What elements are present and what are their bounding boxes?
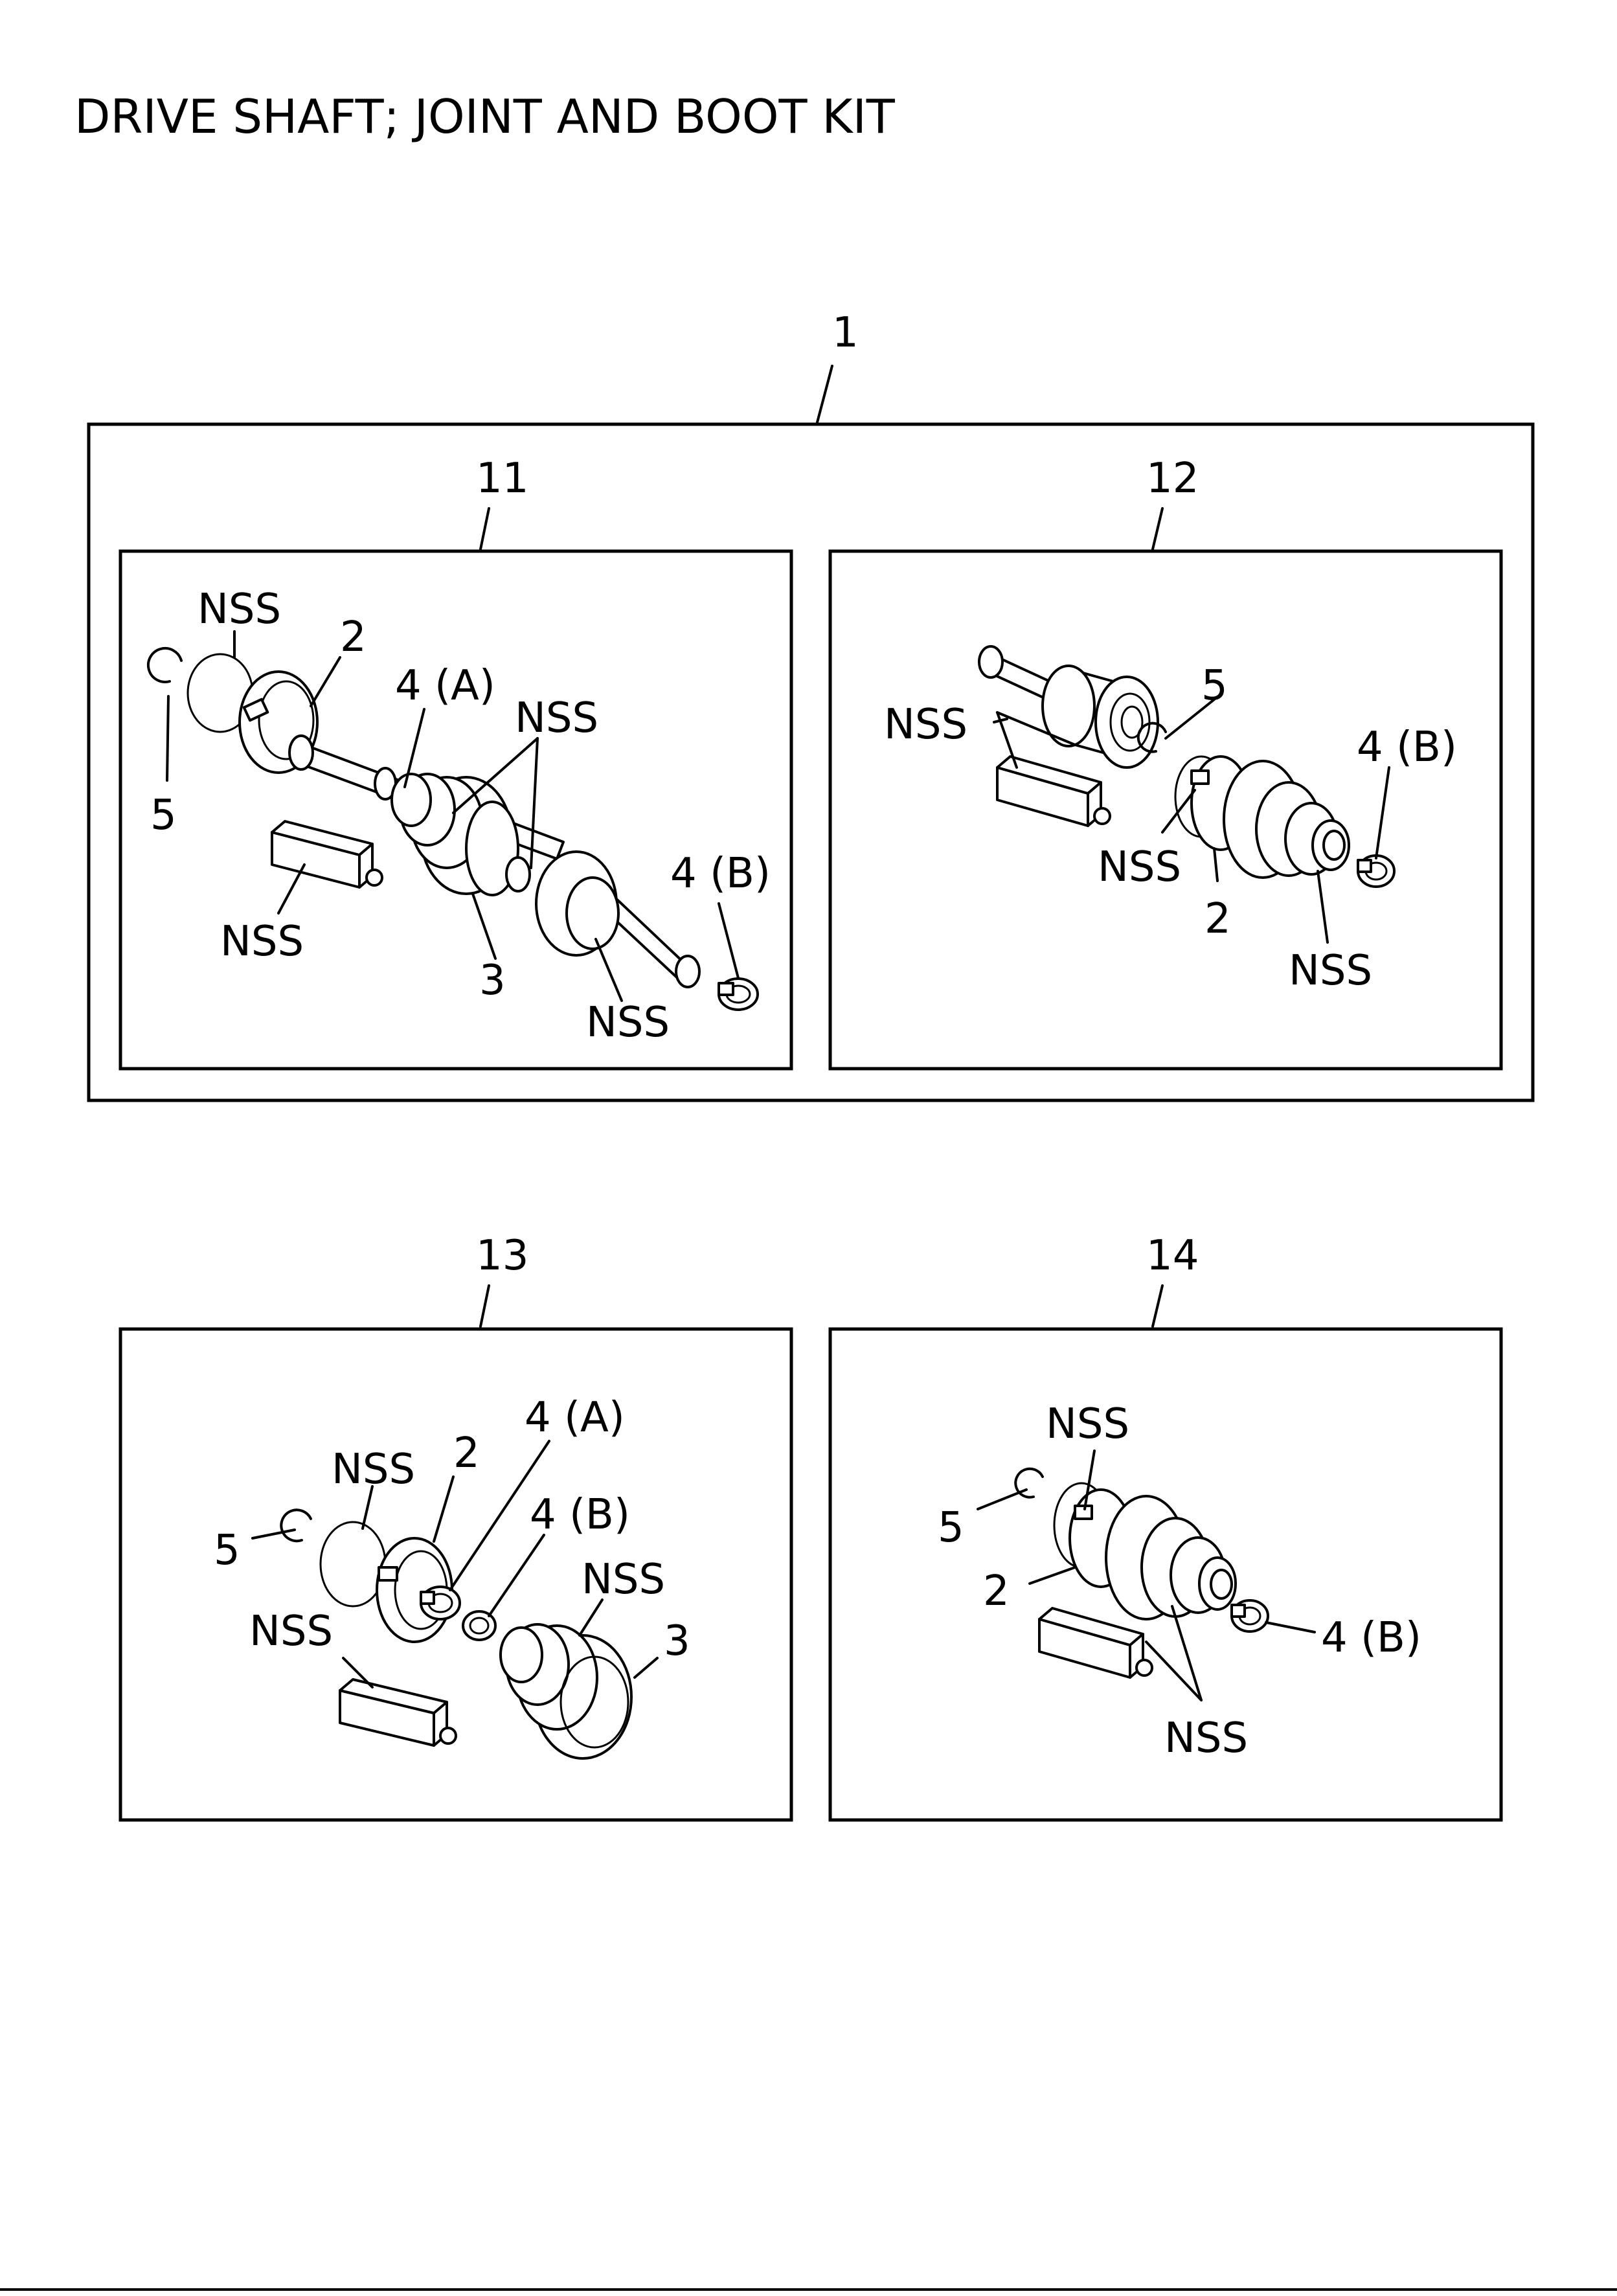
- callout-14: 14: [1146, 1232, 1199, 1280]
- kit-12-band-label: 2: [1204, 895, 1231, 943]
- clamp-b-icon: [1230, 1599, 1269, 1633]
- kit-11-nss-joint-label: NSS: [586, 999, 670, 1047]
- kit-11-grease-label: NSS: [220, 918, 304, 966]
- kit-14-panel: [828, 1327, 1503, 1822]
- callout-11: 11: [476, 455, 528, 503]
- boot-icon: [390, 773, 519, 896]
- kit-14-band-label: 2: [983, 1567, 1010, 1615]
- callout-1: 1: [832, 309, 859, 357]
- snap-clip-icon: [146, 646, 183, 683]
- kit-11-clip-label: 5: [150, 791, 177, 839]
- kit-13-clip-label: 5: [214, 1527, 240, 1574]
- outer-joint-icon: [505, 850, 620, 957]
- kit-12-clamp-b-label: 4 (B): [1357, 723, 1457, 771]
- kit-12-panel: [828, 549, 1503, 1071]
- kit-11-clamp-b-label: 4 (B): [670, 850, 771, 898]
- kit-13-nss-boot-label: NSS: [582, 1556, 665, 1604]
- snap-clip-icon: [1014, 1467, 1044, 1499]
- boot-icon: [499, 1623, 633, 1760]
- snap-clip-icon: [280, 1508, 312, 1543]
- kit-12-drawing: [978, 645, 1396, 944]
- kit-12-nss-boot-label: NSS: [1289, 947, 1372, 995]
- assembly-frame: [87, 422, 1535, 1102]
- kit-11-panel: [119, 549, 793, 1071]
- kit-13-panel: [119, 1327, 793, 1822]
- kit-11-clamp-a-label: 4 (A): [395, 662, 495, 710]
- kit-13-boot-label: 3: [664, 1617, 690, 1665]
- inner-joint-icon: [1041, 665, 1159, 769]
- kit-13-clamp-b-label: 4 (B): [530, 1491, 630, 1539]
- kit-11-nss-ring-label: NSS: [198, 585, 281, 633]
- kit-14-clip-label: 5: [938, 1504, 964, 1552]
- leader-14: [1151, 1284, 1164, 1328]
- kit-13-band-label: 2: [453, 1429, 480, 1477]
- kit-11-nss-boot-label: NSS: [515, 694, 598, 742]
- grease-pack-icon: [1038, 1607, 1153, 1679]
- boot-icon: [1105, 1495, 1237, 1620]
- clamp-b-icon: [718, 977, 759, 1011]
- kit-12-nss-ring-label: NSS: [1098, 843, 1181, 891]
- kit-14-nss-boot-label: NSS: [1164, 1714, 1248, 1762]
- kit-13-grease-label: NSS: [249, 1608, 333, 1655]
- callout-12: 12: [1146, 455, 1199, 503]
- leader-13: [479, 1284, 490, 1328]
- leader-12: [1151, 507, 1164, 551]
- clamp-a-icon: [420, 1586, 461, 1620]
- grease-pack-icon: [996, 755, 1111, 827]
- boot-icon: [1223, 760, 1350, 879]
- clamp-b-icon: [462, 1610, 497, 1641]
- o-ring-icon: [319, 1521, 387, 1608]
- clamp-b-icon: [1357, 854, 1396, 888]
- leader-1: [816, 365, 833, 424]
- kit-11-boot-label: 3: [479, 957, 506, 1005]
- page-title: DRIVE SHAFT; JOINT AND BOOT KIT: [74, 89, 896, 144]
- kit-13-clamp-a-label: 4 (A): [525, 1394, 625, 1442]
- kit-14-nss-ring-label: NSS: [1046, 1400, 1129, 1448]
- leader-11: [479, 507, 490, 551]
- kit-12-clip-label: 5: [1201, 662, 1228, 710]
- snap-clip-icon: [1136, 722, 1167, 753]
- kit-13-drawing: [251, 1440, 659, 1760]
- kit-14-clamp-b-label: 4 (B): [1321, 1614, 1421, 1662]
- callout-13: 13: [476, 1232, 528, 1280]
- kit-11-drawing: [146, 630, 759, 1011]
- kit-13-nss-ring-label: NSS: [332, 1446, 415, 1494]
- kit-14-drawing: [977, 1449, 1316, 1701]
- grease-pack-icon: [271, 820, 383, 889]
- kit-11-band-label: 2: [340, 613, 367, 661]
- grease-pack-icon: [339, 1678, 457, 1747]
- kit-12-nss-joint-label: NSS: [884, 701, 967, 749]
